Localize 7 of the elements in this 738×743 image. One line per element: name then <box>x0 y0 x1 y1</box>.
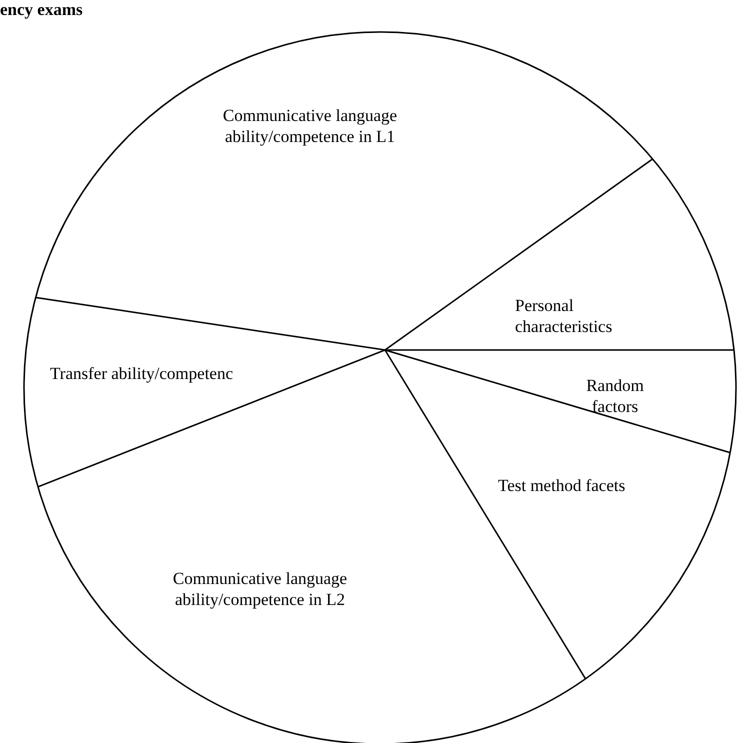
title: ency exams <box>0 0 83 20</box>
slice-label: Test method facets <box>498 475 698 496</box>
slice-label: Communicative language ability/competence in L1 <box>190 105 430 147</box>
slice-label: Communicative language ability/competence in L2 <box>130 568 390 610</box>
slice-label: Personal characteristics <box>515 295 665 337</box>
slice-label: Transfer ability/competenc <box>50 363 240 384</box>
slice-label: Random factors <box>570 375 660 417</box>
